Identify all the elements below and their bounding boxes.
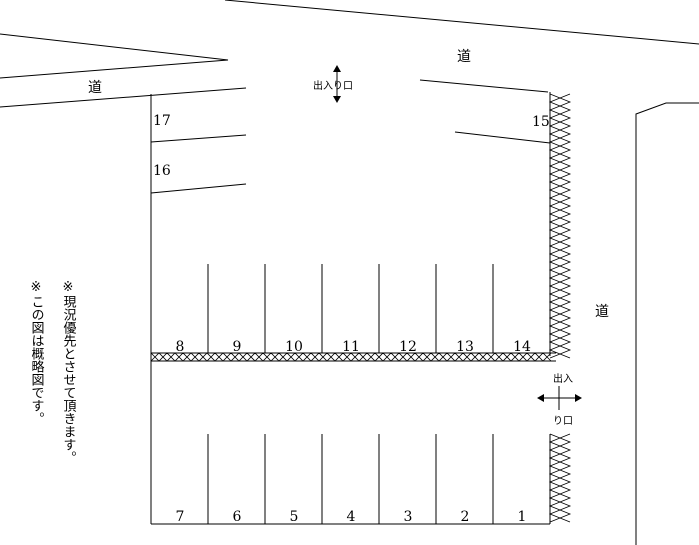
right-fence-upper-hatch: [548, 93, 572, 359]
space-label-11: 11: [342, 339, 360, 355]
entrance-right-arrow-icon: [537, 386, 582, 410]
center-fence-hatch: [150, 352, 552, 362]
space-label-16: 16: [153, 163, 171, 179]
left-road-upper-edge: [0, 33, 229, 79]
space-15-divider: [454, 131, 551, 144]
note-schematic: ※この図は概略図です。: [29, 280, 45, 425]
entrance-right-label-bottom: り口: [553, 415, 573, 427]
space-label-10: 10: [285, 339, 303, 355]
space-16-divider: [150, 183, 247, 194]
space-label-4: 4: [347, 509, 356, 525]
road-label-top: 道: [457, 49, 471, 65]
entrance-top-label: 出入り口: [313, 79, 353, 92]
right-road-edge: [635, 102, 699, 545]
space-label-14: 14: [513, 339, 531, 355]
space-label-1: 1: [518, 509, 527, 525]
entrance-top-arrow-icon: [333, 65, 341, 103]
space-17-divider: [150, 134, 247, 143]
top-road-edge: [224, 0, 699, 45]
space-label-17: 17: [153, 113, 171, 129]
space-label-8: 8: [176, 339, 185, 355]
space-label-7: 7: [176, 509, 185, 525]
bottom-row-dividers: [207, 434, 494, 524]
space-label-6: 6: [233, 509, 242, 525]
space-label-9: 9: [233, 339, 242, 355]
left-road-lower-edge: [0, 87, 247, 108]
top-row-dividers: [207, 264, 494, 353]
space-label-12: 12: [399, 339, 417, 355]
space-label-2: 2: [461, 509, 470, 525]
right-fence-lower-hatch: [548, 433, 572, 523]
entrance-right-label-top: 出入: [553, 372, 573, 385]
lot-top-edge-right: [419, 79, 549, 93]
space-label-3: 3: [404, 509, 413, 525]
road-label-left: 道: [88, 80, 102, 96]
road-label-right: 道: [595, 304, 609, 320]
note-priority: ※現況優先とさせて頂きます。: [61, 280, 77, 464]
space-label-13: 13: [456, 339, 474, 355]
space-label-15: 15: [532, 114, 550, 130]
space-label-5: 5: [290, 509, 299, 525]
